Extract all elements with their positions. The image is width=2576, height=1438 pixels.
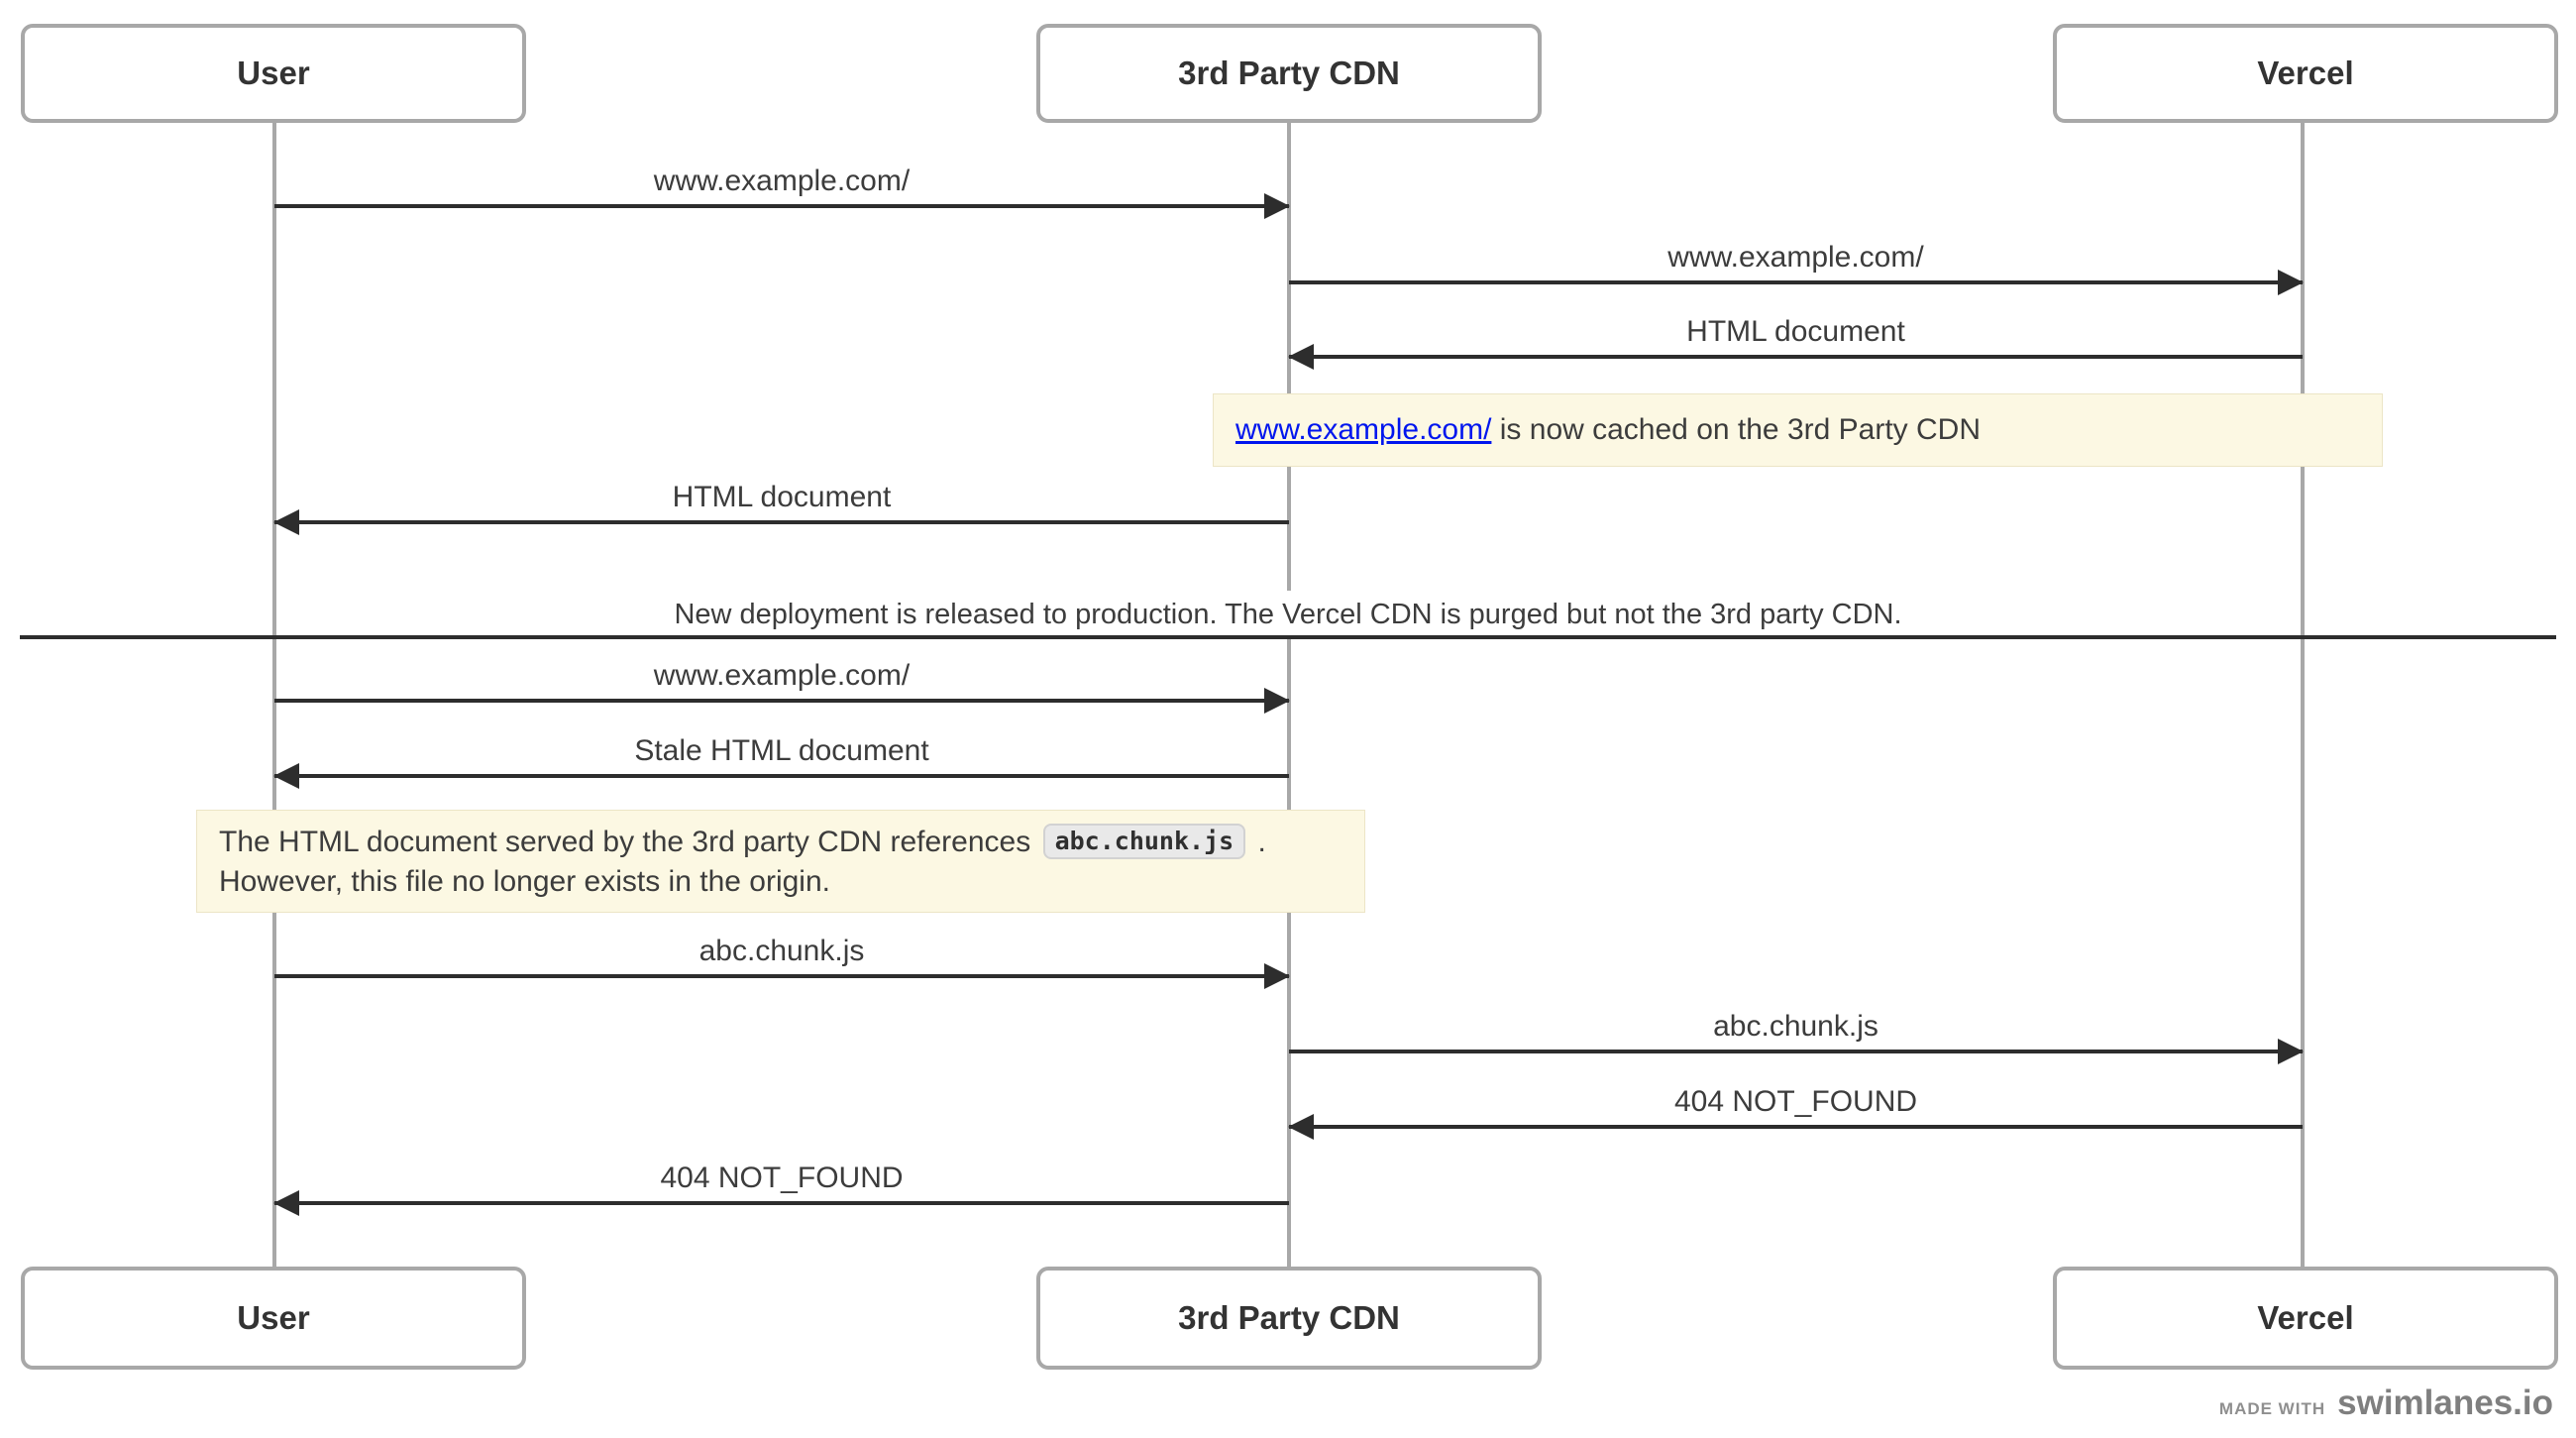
message-cdn-to-user-404: 404 NOT_FOUND bbox=[273, 1161, 1289, 1216]
message-user-to-cdn-request-2: www.example.com/ bbox=[274, 659, 1290, 714]
lifeline-vercel bbox=[2301, 123, 2305, 1267]
message-cdn-to-vercel-chunk-request: abc.chunk.js bbox=[1289, 1010, 2304, 1064]
arrowhead-right-icon bbox=[2278, 1039, 2304, 1064]
actor-bottom-cdn: 3rd Party CDN bbox=[1036, 1267, 1542, 1370]
message-user-to-cdn-chunk-request: abc.chunk.js bbox=[274, 935, 1290, 989]
actor-label: User bbox=[237, 55, 310, 91]
message-label: HTML document bbox=[672, 481, 892, 513]
arrowhead-right-icon bbox=[1264, 193, 1290, 219]
actor-label: User bbox=[237, 1299, 310, 1336]
message-cdn-to-user-response-1: HTML document bbox=[273, 481, 1289, 535]
arrowhead-left-icon bbox=[273, 763, 299, 789]
message-vercel-to-cdn-response-1: HTML document bbox=[1288, 315, 2303, 370]
lifeline-user bbox=[272, 123, 276, 1267]
message-label: Stale HTML document bbox=[634, 734, 929, 767]
arrowhead-left-icon bbox=[1288, 1114, 1314, 1140]
note-text: www.example.com/ is now cached on the 3r… bbox=[1235, 413, 1981, 447]
note-text-before: The HTML document served by the 3rd part… bbox=[219, 826, 1039, 858]
note-stale-reference: The HTML document served by the 3rd part… bbox=[196, 810, 1365, 913]
actor-label: Vercel bbox=[2257, 55, 2354, 91]
message-label: www.example.com/ bbox=[653, 165, 911, 197]
divider-line bbox=[20, 635, 2556, 639]
arrowhead-right-icon bbox=[1264, 963, 1290, 989]
made-with-label: MADE WITH bbox=[2218, 1399, 2326, 1418]
arrowhead-left-icon bbox=[273, 509, 299, 535]
arrowhead-left-icon bbox=[273, 1190, 299, 1216]
actor-top-user: User bbox=[21, 24, 526, 123]
actor-bottom-user: User bbox=[21, 1267, 526, 1370]
footer: MADE WITH swimlanes.io bbox=[2219, 1383, 2553, 1423]
arrowhead-left-icon bbox=[1288, 344, 1314, 370]
divider-text: New deployment is released to production… bbox=[0, 591, 2576, 638]
note-cached-on-cdn: www.example.com/ is now cached on the 3r… bbox=[1213, 393, 2383, 467]
message-label: HTML document bbox=[1686, 315, 1905, 348]
message-label: 404 NOT_FOUND bbox=[660, 1161, 904, 1194]
code-chip: abc.chunk.js bbox=[1042, 824, 1246, 859]
arrowhead-right-icon bbox=[2278, 270, 2304, 295]
actor-label: Vercel bbox=[2257, 1299, 2354, 1336]
note-text-after: . However, this file no longer exists in… bbox=[219, 826, 1266, 898]
message-label: abc.chunk.js bbox=[698, 935, 865, 967]
message-cdn-to-user-stale-response: Stale HTML document bbox=[273, 734, 1289, 789]
actor-label: 3rd Party CDN bbox=[1178, 1299, 1400, 1336]
swimlanes-brand-link[interactable]: swimlanes.io bbox=[2337, 1383, 2553, 1422]
message-label: www.example.com/ bbox=[1667, 241, 1924, 274]
example-url-link[interactable]: www.example.com/ bbox=[1235, 413, 1492, 446]
message-label: abc.chunk.js bbox=[1713, 1010, 1878, 1043]
message-label: www.example.com/ bbox=[653, 659, 911, 692]
note-text-rest: is now cached on the 3rd Party CDN bbox=[1491, 413, 1981, 446]
arrowhead-right-icon bbox=[1264, 688, 1290, 714]
actor-top-vercel: Vercel bbox=[2053, 24, 2558, 123]
actor-top-cdn: 3rd Party CDN bbox=[1036, 24, 1542, 123]
actor-bottom-vercel: Vercel bbox=[2053, 1267, 2558, 1370]
message-cdn-to-vercel-request-1: www.example.com/ bbox=[1289, 241, 2304, 295]
actor-label: 3rd Party CDN bbox=[1178, 55, 1400, 91]
message-vercel-to-cdn-404: 404 NOT_FOUND bbox=[1288, 1085, 2303, 1140]
message-label: 404 NOT_FOUND bbox=[1673, 1085, 1918, 1118]
message-user-to-cdn-request-1: www.example.com/ bbox=[274, 165, 1290, 219]
